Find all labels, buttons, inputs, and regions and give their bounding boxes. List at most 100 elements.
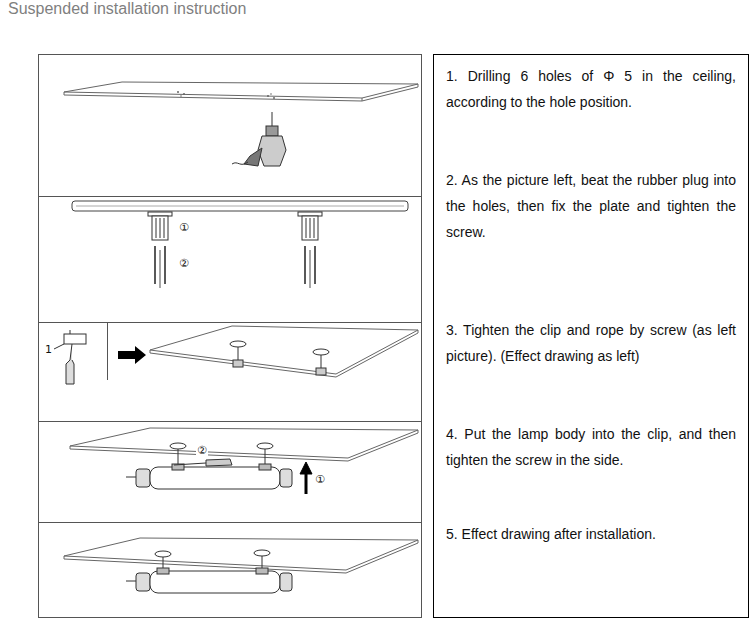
hanging-clip [155, 550, 270, 572]
ceiling-plate [150, 330, 418, 377]
lamp-tube [136, 573, 150, 591]
clip-detail [54, 344, 64, 349]
step-text: 2. As the picture left, beat the rubber … [446, 167, 736, 245]
screw [164, 246, 166, 284]
lamp-tube [126, 464, 292, 489]
hanging-clip [230, 341, 246, 347]
hanging-clip [233, 360, 243, 367]
ceiling-plate [362, 98, 363, 101]
callout-number: ② [196, 444, 208, 457]
panel-frame [39, 55, 422, 618]
callout-number: 1 [44, 343, 53, 356]
page-title: Suspended installation instruction [8, 0, 246, 18]
lamp-tube [259, 464, 271, 470]
mounting-plate [72, 201, 408, 211]
lamp-tube [256, 568, 268, 574]
rubber-plug [148, 212, 322, 240]
rubber-plug [302, 216, 318, 240]
rubber-plug [314, 218, 315, 238]
screwdriver [206, 459, 232, 466]
hole-mark [177, 91, 275, 99]
lamp-tube [126, 477, 136, 478]
step-arrow [118, 346, 146, 364]
hanging-clip [238, 347, 239, 360]
screwdriver [174, 463, 206, 465]
step-text: 4. Put the lamp body into the clip, and … [446, 421, 736, 473]
drill [232, 112, 286, 166]
drill [232, 162, 248, 164]
hanging-clip [313, 349, 329, 355]
screw [304, 246, 306, 284]
panel-frame [39, 55, 422, 618]
screw [309, 250, 311, 288]
panel-frame [39, 322, 422, 323]
ceiling-plate [64, 538, 418, 573]
hole-mark [270, 93, 272, 95]
rubber-plug [160, 218, 161, 238]
step-text: 3. Tighten the clip and rope by screw (a… [446, 317, 736, 369]
lamp-tube [126, 581, 136, 582]
mounting-plate [72, 201, 408, 211]
hanging-clip [254, 550, 270, 556]
panel-frame [39, 196, 422, 197]
hanging-clip [316, 368, 326, 375]
mounting-plate [76, 206, 404, 207]
lamp-tube [157, 568, 169, 574]
clip-detail [66, 344, 74, 384]
hole-mark [180, 95, 182, 97]
panel-frame [39, 421, 422, 422]
drill [272, 112, 273, 126]
rubber-plug [148, 212, 172, 216]
hanging-clip [321, 355, 322, 368]
screw [159, 250, 161, 288]
clip-detail [64, 334, 86, 344]
drill [258, 136, 286, 166]
hanging-clip [170, 443, 273, 466]
lamp-tube [280, 469, 292, 487]
hanging-clip [178, 449, 179, 466]
step-text: 1. Drilling 6 holes of Φ 5 in the ceilin… [446, 63, 736, 115]
lamp-tube [126, 568, 292, 593]
step-arrow [118, 346, 146, 364]
hole-mark [267, 95, 269, 97]
hole-mark [177, 91, 179, 93]
screw [314, 246, 316, 284]
ceiling-plate [64, 540, 418, 573]
ceiling-plate [150, 326, 418, 377]
lift-arrow [300, 462, 312, 474]
hanging-clip [257, 443, 273, 449]
lift-arrow [305, 472, 308, 494]
hole-mark [183, 93, 185, 95]
clip-detail [54, 330, 86, 384]
hanging-clip [265, 449, 266, 466]
step-text: 5. Effect drawing after installation. [446, 521, 736, 547]
rubber-plug [152, 216, 168, 240]
rubber-plug [156, 218, 157, 238]
screwdriver [174, 459, 232, 466]
panel-frame [39, 522, 422, 523]
rubber-plug [298, 212, 322, 216]
panel-frame [107, 323, 108, 381]
step-text-box: 1. Drilling 6 holes of Φ 5 in the ceilin… [433, 54, 749, 618]
callout-number: ① [314, 473, 326, 486]
callout-number: ① [178, 221, 190, 234]
screw [154, 246, 156, 284]
ceiling-plate [70, 430, 418, 461]
lamp-tube [136, 469, 150, 487]
hanging-clip [170, 443, 186, 449]
lift-arrow [300, 462, 312, 494]
hole-mark [273, 97, 275, 99]
ceiling-plate [64, 84, 418, 101]
rubber-plug [164, 218, 165, 238]
ceiling-plate [150, 326, 418, 374]
rubber-plug [310, 218, 311, 238]
callout-number: ② [178, 257, 190, 270]
hanging-clip [230, 341, 329, 375]
ceiling-plate [64, 82, 418, 101]
screw [155, 246, 315, 288]
clip-detail [70, 330, 71, 334]
hanging-clip [155, 551, 171, 557]
lamp-tube [280, 573, 292, 591]
drill [266, 126, 278, 136]
